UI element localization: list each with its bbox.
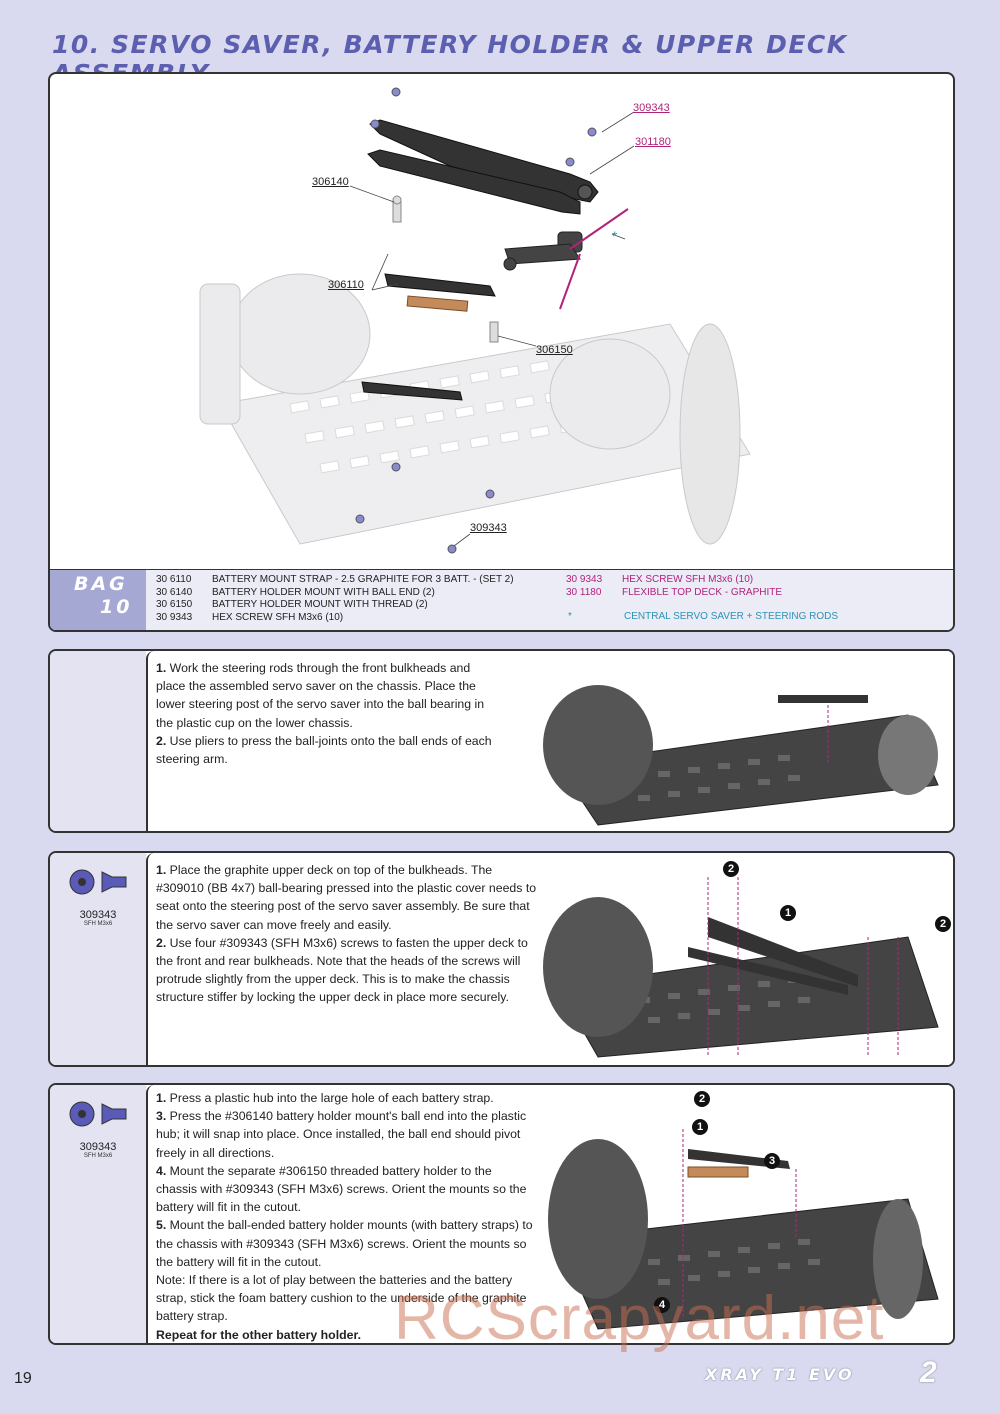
part-code: 30 6140 <box>156 586 193 598</box>
step-2-illustration <box>543 877 939 1058</box>
step-line: lower steering post of the servo saver i… <box>156 697 485 712</box>
callout-301180: 301180 <box>635 136 671 148</box>
step-line: the servo saver can move freely and easi… <box>156 917 392 932</box>
page-number: 19 <box>14 1370 32 1387</box>
part-code: 30 6110 <box>156 574 192 585</box>
part-row: 30 6140 BATTERY HOLDER MOUNT WITH BALL EN… <box>156 587 514 600</box>
step-badge: 1 <box>692 1119 708 1135</box>
step-side-2: 309343 SFH M3x6 <box>50 853 146 1065</box>
step-line: 2. Use pliers to press the ball-joints o… <box>156 733 492 748</box>
step-line: freely in all directions. <box>156 1145 275 1160</box>
part-row: 30 9343 HEX SCREW SFH M3x6 (10) <box>156 612 514 625</box>
step-line: 5. Mount the ball-ended battery holder m… <box>156 1218 533 1233</box>
step-badge: 2 <box>694 1091 710 1107</box>
part-row: 30 6110 BATTERY MOUNT STRAP - 2.5 GRAPHIT… <box>156 574 514 587</box>
screw-number: 309343 <box>79 909 117 921</box>
screw-label: 309343 SFH M3x6 <box>50 1141 146 1159</box>
bag-label-word: BAG <box>74 573 128 595</box>
step-line: seat onto the steering post of the servo… <box>156 899 530 914</box>
part-desc: BATTERY MOUNT STRAP - 2.5 GRAPHITE FOR 3… <box>212 574 514 585</box>
part-row: * CENTRAL SERVO SAVER + STEERING RODS <box>566 611 838 624</box>
step-content-1: 1. Work the steering rods through the fr… <box>146 651 953 831</box>
part-desc: HEX SCREW SFH M3x6 (10) <box>212 611 344 623</box>
step-line: structure stiffer by locking the upper d… <box>156 990 509 1005</box>
step-line: strap, stick the foam battery cushion to… <box>156 1291 527 1306</box>
screw-label: 309343 SFH M3x6 <box>50 909 146 927</box>
step-text-2: 1. Place the graphite upper deck on top … <box>156 861 536 1007</box>
part-code: 30 1180 <box>566 586 602 598</box>
step-panel-2: 309343 SFH M3x6 1. Place the graphite up… <box>48 851 955 1067</box>
step-line: the front and rear bulkheads. Note that … <box>156 954 521 969</box>
part-desc: BATTERY HOLDER MOUNT WITH THREAD (2) <box>212 599 428 610</box>
step-side-3: 309343 SFH M3x6 <box>50 1085 146 1343</box>
step-text-3: 1. Press a plastic hub into the large ho… <box>156 1089 533 1343</box>
part-code: 30 6150 <box>156 599 193 610</box>
part-code: 30 9343 <box>156 611 193 623</box>
step-badge: 3 <box>764 1153 780 1169</box>
step-line: hub; it will snap into place. Once insta… <box>156 1127 521 1142</box>
parts-list-right: 30 9343 HEX SCREW SFH M3x6 (10) 30 1180 FL… <box>566 574 838 624</box>
callout-309343-bottom: 309343 <box>470 522 507 534</box>
step-badge: 2 <box>935 916 951 932</box>
step-badge: 2 <box>723 861 739 877</box>
part-desc: HEX SCREW SFH M3x6 (10) <box>622 574 754 585</box>
step-line: 1. Work the steering rods through the fr… <box>156 661 471 675</box>
step-1-illustration <box>543 685 939 826</box>
callout-306140: 306140 <box>312 176 349 188</box>
step-line: battery strap. <box>156 1309 228 1324</box>
screw-spec: SFH M3x6 <box>83 921 113 927</box>
bag-label-number: 10 <box>100 596 133 618</box>
step-line: 1. Place the graphite upper deck on top … <box>156 863 493 877</box>
step-line: steering arm. <box>156 752 228 767</box>
part-row: 30 6150 BATTERY HOLDER MOUNT WITH THREAD … <box>156 599 514 612</box>
brand-logo-mark: 2 <box>920 1356 937 1389</box>
step-badge: 1 <box>780 905 796 921</box>
step-line: battery will fit in the cutout. <box>156 1200 301 1215</box>
step-line: the battery will fit in the cutout. <box>156 1254 322 1269</box>
brand-logo: XRAY T1 EVO <box>705 1365 855 1384</box>
exploded-diagram: 309343 301180 306140 306110 306150 30934… <box>50 74 953 569</box>
part-desc: CENTRAL SERVO SAVER + STEERING RODS <box>624 611 839 622</box>
step-line: 1. Press a plastic hub into the large ho… <box>156 1091 494 1105</box>
screw-icon <box>69 869 127 895</box>
step-badge: 4 <box>654 1297 670 1313</box>
screw-number: 309343 <box>79 1141 117 1153</box>
step-line: 2. Use four #309343 (SFH M3x6) screws to… <box>156 935 528 950</box>
servo-saver-star-icon: * <box>612 228 618 244</box>
screw-spec: SFH M3x6 <box>83 1153 113 1159</box>
part-code: * <box>568 611 572 622</box>
chassis-exploded-illustration <box>199 87 751 554</box>
bag-label: BAG 10 <box>50 570 146 630</box>
step-content-2: 1. Place the graphite upper deck on top … <box>146 853 953 1065</box>
part-desc: BATTERY HOLDER MOUNT WITH BALL END (2) <box>212 586 435 598</box>
step-line: 4. Mount the separate #306150 threaded b… <box>156 1163 492 1178</box>
parts-list-left: 30 6110 BATTERY MOUNT STRAP - 2.5 GRAPHIT… <box>156 574 514 624</box>
step-line: #309010 (BB 4x7) ball-bearing pressed in… <box>156 881 537 896</box>
part-row: 30 9343 HEX SCREW SFH M3x6 (10) <box>566 574 838 587</box>
parts-list-bar: BAG 10 30 6110 BATTERY MOUNT STRAP - 2.5 … <box>50 569 953 630</box>
step-text-1: 1. Work the steering rods through the fr… <box>156 659 492 768</box>
step-line: 3. Press the #306140 battery holder moun… <box>156 1109 527 1124</box>
step-line: protrude slightly from the upper deck. T… <box>156 972 510 987</box>
part-code: 30 9343 <box>566 574 603 585</box>
step-side-1 <box>50 651 146 831</box>
step-line: the plastic cup on the lower chassis. <box>156 715 353 730</box>
exploded-diagram-panel: 309343 301180 306140 306110 306150 30934… <box>48 72 955 632</box>
part-desc: FLEXIBLE TOP DECK - GRAPHITE <box>622 586 783 598</box>
step-line: chassis with #309343 (SFH M3x6) screws. … <box>156 1182 527 1197</box>
step-panel-1: 1. Work the steering rods through the fr… <box>48 649 955 833</box>
step-line: place the assembled servo saver on the c… <box>156 679 476 694</box>
screw-icon <box>69 1101 127 1127</box>
step-panel-3: 309343 SFH M3x6 1. Press a plastic hub i… <box>48 1083 955 1345</box>
step-3-illustration <box>548 1129 939 1330</box>
step-line: Note: If there is a lot of play between … <box>156 1273 513 1288</box>
step-line: the chassis with #309343 (SFH M3x6) scre… <box>156 1236 527 1251</box>
part-row: 30 1180 FLEXIBLE TOP DECK - GRAPHITE <box>566 587 838 600</box>
step-final-line: Repeat for the other battery holder. <box>156 1327 361 1342</box>
callout-306110: 306110 <box>328 279 364 291</box>
callout-309343-top: 309343 <box>633 102 670 114</box>
callout-306150: 306150 <box>536 344 573 356</box>
step-content-3: 1. Press a plastic hub into the large ho… <box>146 1085 953 1343</box>
watermark: RCScrapyard.net <box>394 1284 885 1353</box>
